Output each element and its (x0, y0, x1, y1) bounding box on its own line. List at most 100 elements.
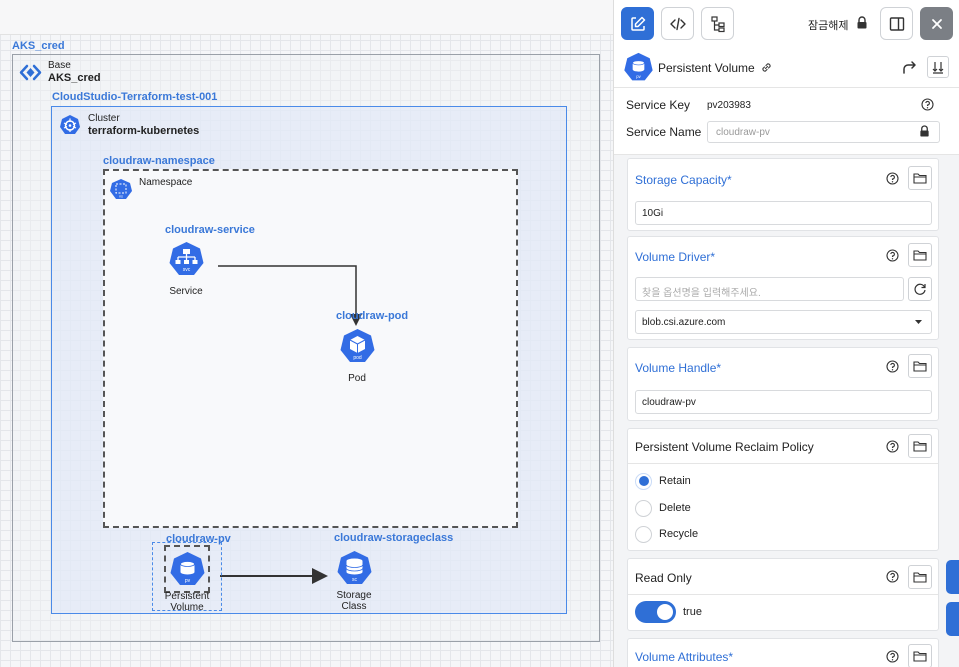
properties-scroll-area[interactable]: Storage Capacity* 10Gi Volume Driver* 찾을… (614, 154, 959, 667)
volume-handle-input[interactable]: cloudraw-pv (635, 390, 932, 414)
help-icon[interactable] (886, 360, 899, 373)
hierarchy-view-button[interactable] (701, 7, 734, 40)
storage-capacity-input[interactable]: 10Gi (635, 201, 932, 225)
cluster-name: terraform-kubernetes (88, 125, 200, 137)
reclaim-option-delete[interactable]: Delete (635, 498, 691, 518)
volume-driver-search-input[interactable]: 찾을 옵션명을 입력해주세요. (635, 277, 904, 301)
hierarchy-icon (710, 15, 725, 32)
volume-driver-refresh-button[interactable] (908, 277, 932, 301)
service-name-lock-icon (920, 125, 929, 137)
read-only-toggle[interactable] (635, 601, 676, 623)
pv-node-label-line1: Persistent (164, 591, 210, 602)
pv-node-frame (164, 545, 210, 593)
radio-unchecked[interactable] (635, 525, 652, 543)
edit-mode-button[interactable] (621, 7, 654, 40)
volume-driver-title: Volume Driver* (635, 250, 716, 264)
close-icon (931, 18, 942, 29)
base-code-icon (19, 64, 42, 81)
code-icon (669, 17, 686, 30)
read-only-title: Read Only (635, 571, 692, 585)
reclaim-option-delete-label: Delete (659, 502, 691, 514)
storageclass-node-label-line2: Class (341, 601, 367, 612)
persistent-volume-node-icon[interactable]: pv (169, 551, 206, 587)
cluster-type-label: Cluster (88, 113, 120, 124)
lock-icon[interactable] (856, 16, 868, 29)
radio-unchecked[interactable] (635, 499, 652, 517)
base-type-label: Base (48, 60, 71, 71)
link-icon[interactable] (760, 61, 773, 74)
base-name: AKS_cred (48, 72, 101, 84)
side-panel-icon (889, 16, 904, 31)
service-key-help-icon[interactable] (921, 98, 934, 111)
storageclass-node-label-line1: Storage (336, 590, 372, 601)
edit-icon (630, 16, 645, 31)
canvas-top-bar (0, 0, 613, 35)
cluster-group-title: CloudStudio-Terraform-test-001 (52, 91, 218, 103)
code-view-button[interactable] (661, 7, 694, 40)
storage-class-node-icon[interactable]: sc (336, 550, 373, 586)
svg-text:pv: pv (185, 578, 191, 584)
diagram-canvas[interactable]: AKS_cred Base AKS_cred CloudStudio-Terra… (0, 0, 613, 667)
reclaim-option-recycle[interactable]: Recycle (635, 524, 698, 544)
service-to-pod-connector (218, 265, 362, 326)
service-node-label: Service (169, 286, 203, 297)
storage-capacity-section: Storage Capacity* 10Gi (627, 158, 939, 231)
sort-button[interactable] (927, 56, 949, 78)
namespace-group[interactable] (103, 169, 518, 528)
close-panel-button[interactable] (920, 7, 953, 40)
aks-group-title: AKS_cred (12, 40, 65, 52)
volume-driver-section: Volume Driver* 찾을 옵션명을 입력해주세요. blob.csi.… (627, 236, 939, 340)
pv-node-title: cloudraw-pv (166, 533, 231, 545)
service-key-value: pv203983 (707, 100, 751, 111)
storage-capacity-title: Storage Capacity* (635, 173, 732, 187)
folder-icon (913, 250, 927, 261)
read-only-section: Read Only true (627, 558, 939, 631)
svg-text:svc: svc (183, 267, 191, 273)
volume-attributes-section: Volume Attributes* (627, 638, 939, 667)
namespace-type-label: Namespace (139, 177, 193, 188)
pod-node-icon[interactable]: pod (339, 328, 376, 364)
reclaim-option-retain[interactable]: Retain (635, 471, 691, 491)
service-name-label: Service Name (626, 125, 702, 139)
panel-toolbar: 잠금해제 (614, 0, 959, 48)
volume-handle-title: Volume Handle* (635, 361, 722, 375)
reclaim-policy-folder-button[interactable] (908, 434, 932, 458)
service-node-title: cloudraw-service (165, 224, 255, 236)
read-only-folder-button[interactable] (908, 565, 932, 589)
folder-icon (913, 651, 927, 662)
reclaim-option-retain-label: Retain (659, 475, 691, 487)
chevron-down-icon (915, 320, 922, 324)
volume-attributes-title: Volume Attributes* (635, 650, 734, 664)
svg-text:sc: sc (352, 577, 358, 583)
volume-handle-folder-button[interactable] (908, 354, 932, 378)
volume-driver-selected-value: blob.csi.azure.com (642, 317, 726, 328)
unlock-label[interactable]: 잠금해제 (808, 20, 849, 32)
pv-selection-outline (152, 542, 222, 611)
help-icon[interactable] (886, 650, 899, 663)
sort-down-icon (932, 62, 944, 74)
persistent-volume-icon: pv (624, 52, 653, 81)
help-icon[interactable] (886, 172, 899, 185)
volume-attributes-folder-button[interactable] (908, 644, 932, 667)
connector-lines (218, 265, 362, 584)
toggle-panel-button[interactable] (880, 7, 913, 40)
help-icon[interactable] (886, 249, 899, 262)
reclaim-policy-section: Persistent Volume Reclaim Policy Retain … (627, 428, 939, 551)
namespace-group-title: cloudraw-namespace (103, 155, 215, 167)
folder-icon (913, 441, 927, 452)
connect-arrow-icon[interactable] (901, 58, 919, 76)
svg-text:ns: ns (119, 195, 123, 199)
service-node-icon[interactable]: svc (168, 241, 205, 277)
volume-driver-select[interactable]: blob.csi.azure.com (635, 310, 932, 334)
help-icon[interactable] (886, 570, 899, 583)
volume-driver-folder-button[interactable] (908, 243, 932, 267)
radio-checked[interactable] (635, 472, 652, 490)
storage-capacity-folder-button[interactable] (908, 166, 932, 190)
pv-node-label-line2: Volume (170, 602, 204, 613)
help-icon[interactable] (886, 440, 899, 453)
kubernetes-wheel-icon (60, 115, 80, 134)
refresh-icon (914, 283, 926, 295)
folder-icon (913, 173, 927, 184)
floating-action-button-2[interactable] (946, 602, 959, 636)
floating-action-button-1[interactable] (946, 560, 959, 594)
